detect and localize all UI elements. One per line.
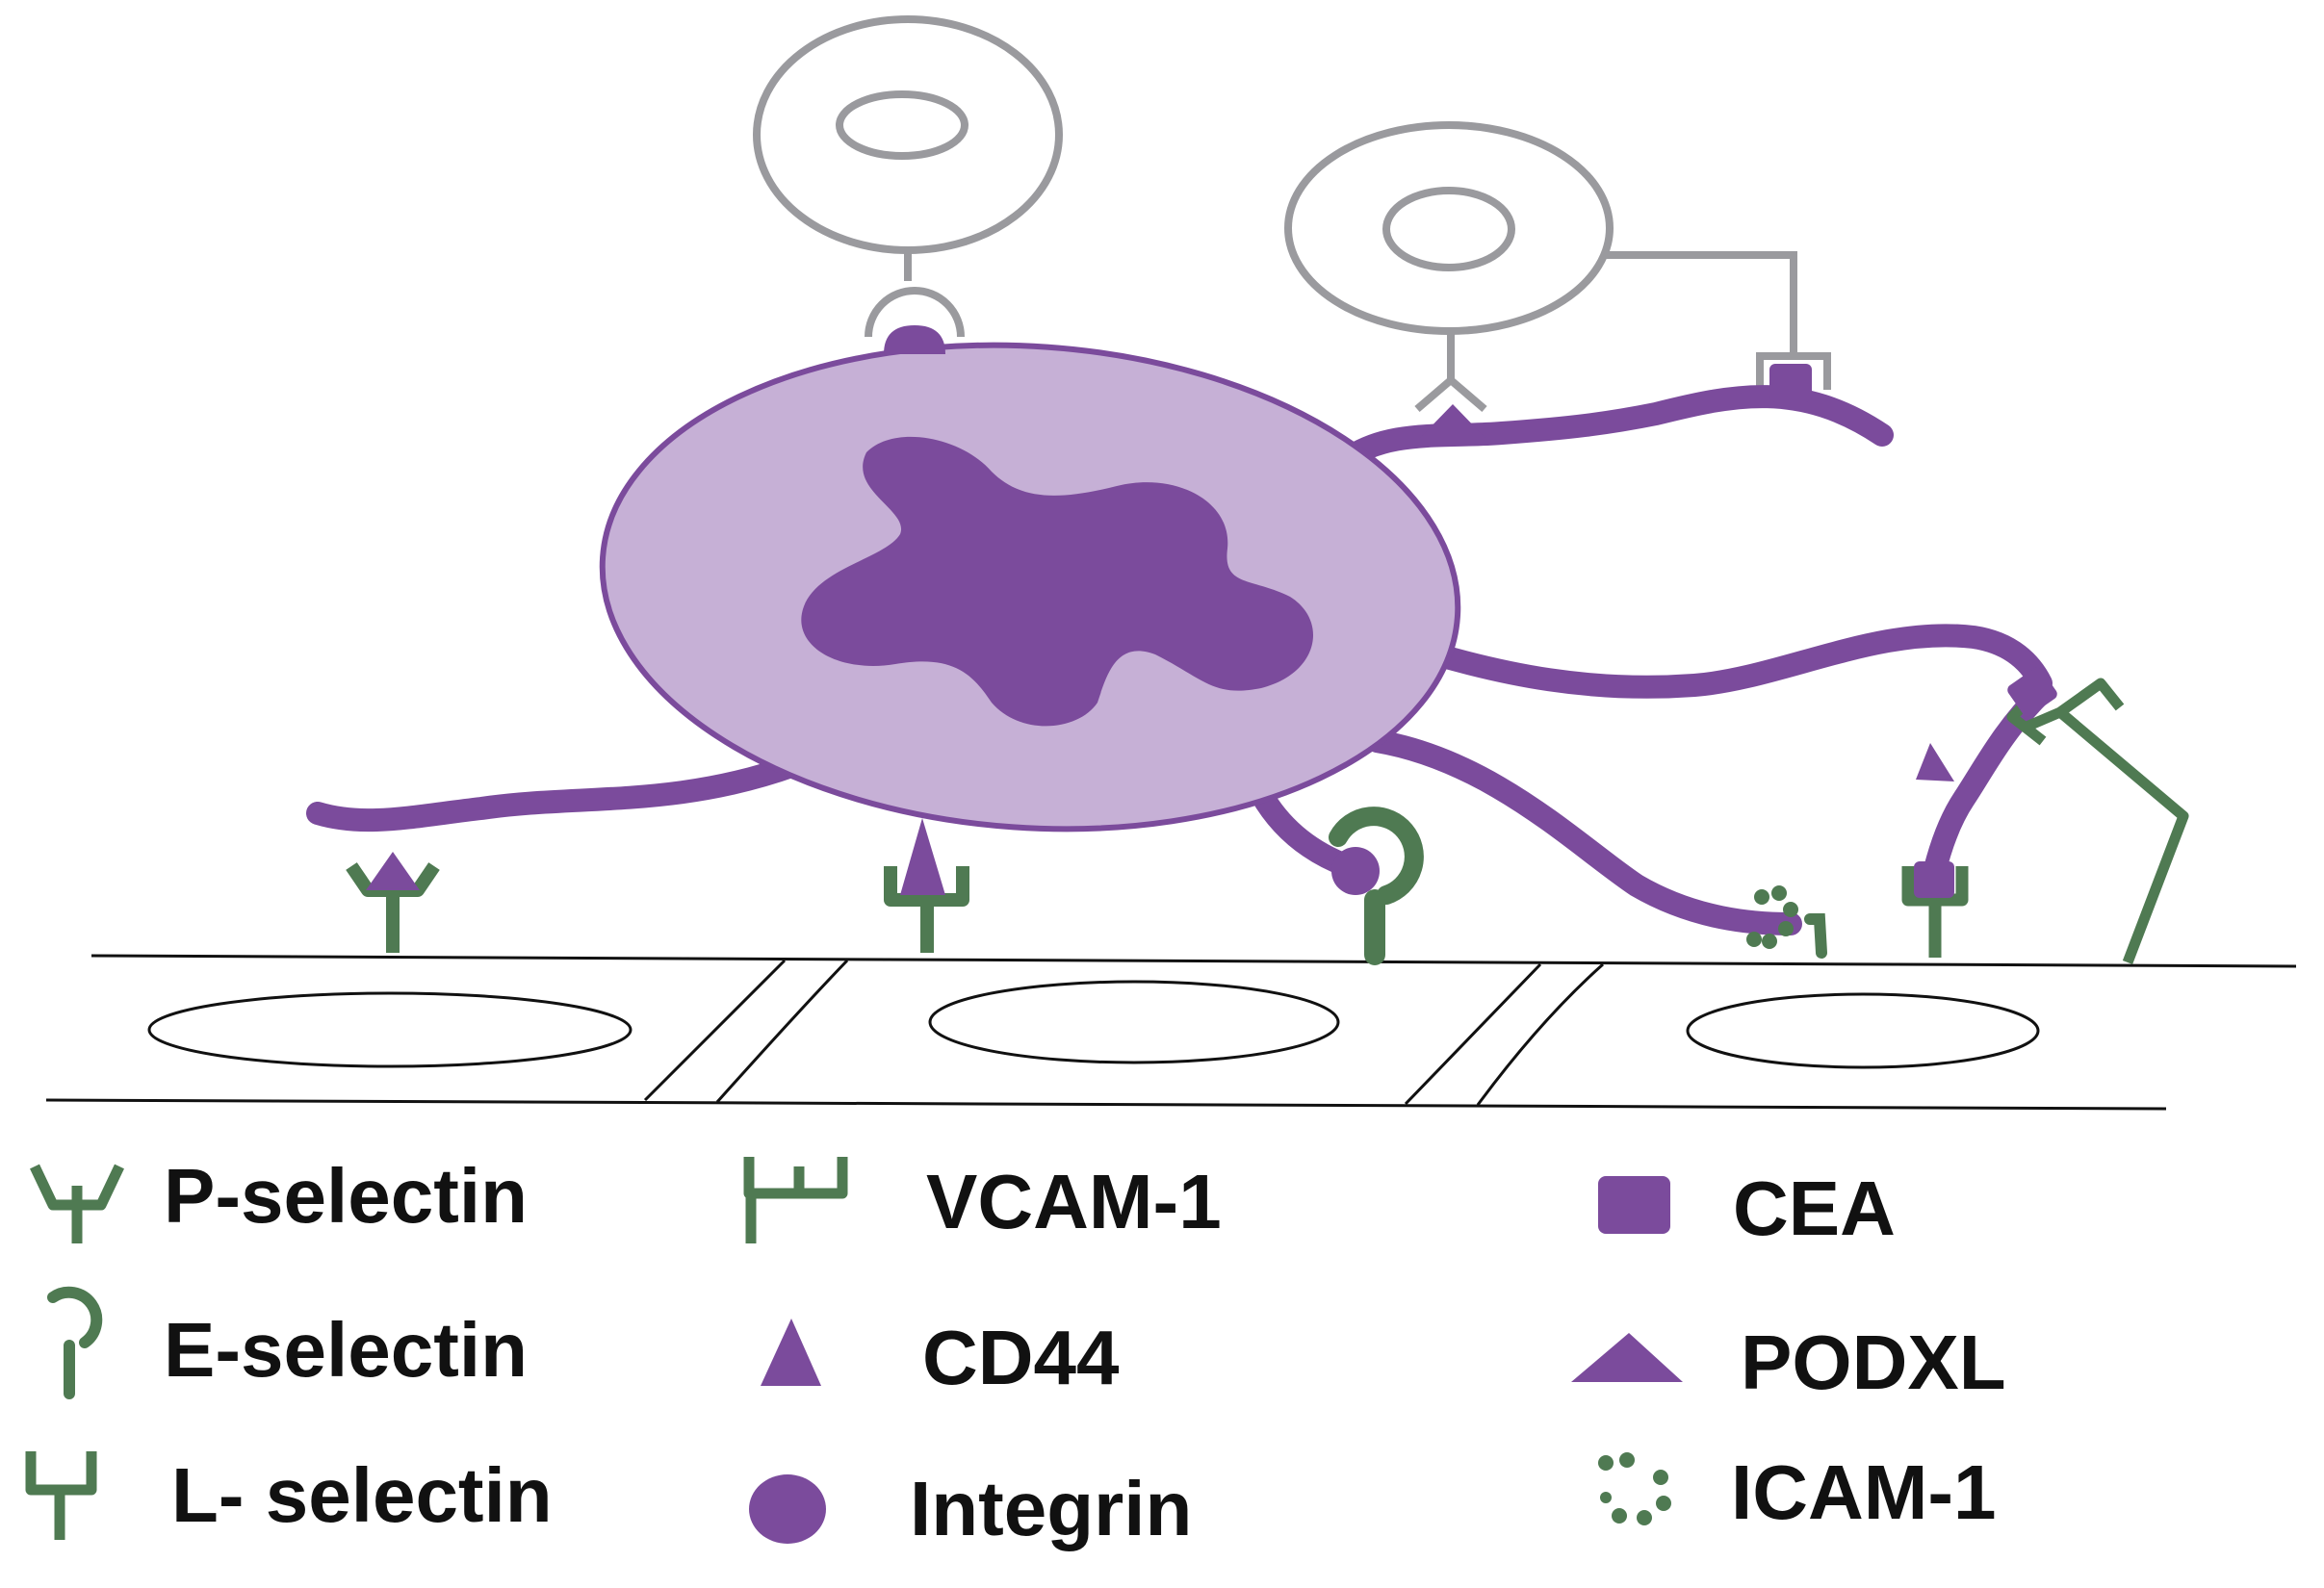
legend-label-cd44: CD44 bbox=[922, 1315, 1120, 1400]
podxl-top bbox=[1420, 404, 1485, 438]
cea-top bbox=[884, 325, 945, 354]
cd44-center bbox=[900, 818, 945, 895]
cea-icon bbox=[1598, 1176, 1670, 1234]
endothelium bbox=[45, 954, 2297, 1111]
legend-vcam1: VCAM-1 bbox=[926, 1158, 1222, 1246]
cea-right bbox=[1769, 364, 1812, 402]
legend-e-selectin: E-selectin bbox=[164, 1306, 528, 1395]
legend-label-p-selectin: P-selectin bbox=[164, 1153, 528, 1239]
podxl-icon bbox=[1571, 1333, 1683, 1382]
e-selectin-icon bbox=[47, 1286, 103, 1399]
legend-label-cea: CEA bbox=[1733, 1165, 1896, 1251]
tumor-nucleus bbox=[801, 436, 1313, 727]
e-selectin-receptor bbox=[1329, 807, 1424, 965]
tumor-cell-processes bbox=[306, 385, 2053, 935]
l-selectin-icon bbox=[25, 1451, 97, 1540]
legend-label-icam1: ICAM-1 bbox=[1731, 1449, 1997, 1535]
integrin-on-e-selectin bbox=[1331, 847, 1380, 895]
legend-label-l-selectin: L- selectin bbox=[171, 1452, 553, 1538]
legend-label-integrin: Integrin bbox=[910, 1466, 1193, 1551]
legend-cea: CEA bbox=[1733, 1165, 1896, 1253]
legend-label-e-selectin: E-selectin bbox=[164, 1307, 528, 1393]
vcam1-receptor-center bbox=[884, 866, 969, 953]
cea-on-vcam1 bbox=[2007, 667, 2057, 717]
legend-p-selectin: P-selectin bbox=[164, 1152, 528, 1241]
icam1-icon bbox=[1598, 1452, 1671, 1525]
leukocyte-right bbox=[1284, 121, 1831, 413]
legend-cd44: CD44 bbox=[922, 1314, 1120, 1402]
legend-integrin: Integrin bbox=[910, 1465, 1192, 1553]
vcam1-icon bbox=[743, 1157, 848, 1243]
legend-label-podxl: PODXL bbox=[1741, 1319, 2006, 1405]
legend-l-selectin: L- selectin bbox=[171, 1451, 553, 1540]
legend-icam1: ICAM-1 bbox=[1731, 1448, 1997, 1537]
vcam1-receptor-right bbox=[2006, 678, 2189, 964]
p-selectin-icon bbox=[30, 1164, 124, 1243]
cd44-icon bbox=[761, 1319, 821, 1386]
podxl-on-p-selectin bbox=[366, 852, 420, 890]
icam1-receptor bbox=[1746, 885, 1827, 959]
integrin-icon bbox=[749, 1474, 826, 1544]
cea-on-l-selectin bbox=[1914, 861, 1954, 898]
podxl-chain bbox=[1916, 743, 1954, 781]
l-selectin-receptor bbox=[1901, 866, 1969, 958]
tumor-cell bbox=[599, 342, 1461, 832]
leukocyte-top bbox=[753, 15, 1063, 338]
legend-podxl: PODXL bbox=[1741, 1319, 2006, 1407]
legend-label-vcam1: VCAM-1 bbox=[926, 1159, 1222, 1244]
